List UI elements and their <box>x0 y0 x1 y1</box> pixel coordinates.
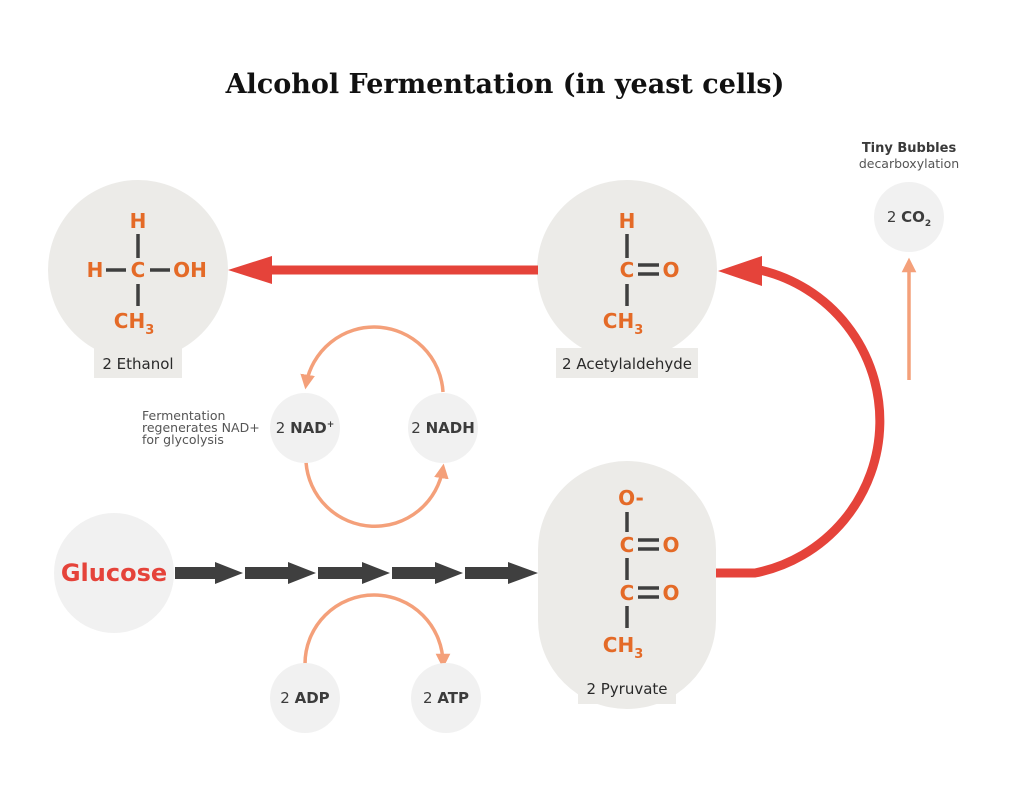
atom-ch3: CH3 <box>114 309 154 338</box>
adp-to-atp-arrow <box>303 593 451 669</box>
atp-cycle: 2 ADP 2 ATP <box>270 593 481 733</box>
nad-bubble <box>270 393 340 463</box>
pyruvate-label: 2 Pyruvate <box>586 680 667 698</box>
co2-label: 2 CO2 <box>887 208 931 229</box>
atom-o-minus: O- <box>618 486 644 510</box>
adp-label: 2 ADP <box>280 689 329 707</box>
ethanol-structure: H H C OH CH3 <box>87 209 207 338</box>
arrowhead <box>228 256 272 284</box>
nadh-label: 2 NADH <box>411 419 475 437</box>
atom-c: C <box>620 533 635 557</box>
glycolysis-arrow-5 <box>465 562 538 584</box>
nad-label: 2 NAD+ <box>276 419 335 437</box>
atom-h: H <box>130 209 147 233</box>
pyruvate-label-box <box>578 672 676 704</box>
co2-branch: Tiny Bubbles decarboxylation 2 CO2 <box>859 141 959 380</box>
main-pathway-arrows <box>228 256 885 578</box>
atom-o: O <box>662 533 679 557</box>
atom-ch3: CH3 <box>603 633 643 662</box>
glycolysis-arrow-1 <box>175 562 243 584</box>
atp-bubble <box>411 663 481 733</box>
glycolysis-arrow-3 <box>318 562 390 584</box>
atom-ch3: CH3 <box>603 309 643 338</box>
arrowhead <box>718 256 762 286</box>
nad-note-line-3: for glycolysis <box>142 432 224 447</box>
glycolysis-arrow-2 <box>245 562 316 584</box>
nad-note-line-1: Fermentation <box>142 408 225 423</box>
acetaldehyde-bubble <box>537 180 717 360</box>
atom-h: H <box>87 258 104 282</box>
glycolysis-arrows <box>175 562 538 584</box>
ethanol-label-box <box>94 348 182 378</box>
atom-o: O <box>662 581 679 605</box>
diagram-title: Alcohol Fermentation (in yeast cells) <box>225 69 785 100</box>
ethanol-label: 2 Ethanol <box>102 355 173 373</box>
nadh-to-nad-arrow <box>300 325 445 393</box>
co2-heading: Tiny Bubbles <box>862 141 957 156</box>
ethanol-node: 2 Ethanol H H C OH CH3 <box>48 180 228 378</box>
pyruvate-structure: O- C O C O CH3 <box>603 486 680 662</box>
atom-c: C <box>620 581 635 605</box>
nadh-bubble <box>408 393 478 463</box>
atom-oh: OH <box>173 258 207 282</box>
pyruvate-node: 2 Pyruvate O- C O C O CH3 <box>538 461 716 709</box>
glucose-node: Glucose <box>54 513 174 633</box>
co2-subheading: decarboxylation <box>859 156 959 171</box>
atom-c: C <box>620 258 635 282</box>
nad-note-line-2: regenerates NAD+ <box>142 420 260 435</box>
atp-label: 2 ATP <box>423 689 469 707</box>
glucose-label: Glucose <box>61 559 167 587</box>
atom-c: C <box>131 258 146 282</box>
acetaldehyde-node: 2 Acetylaldehyde H C O CH3 <box>537 180 717 378</box>
glycolysis-arrow-4 <box>392 562 463 584</box>
atom-h: H <box>619 209 636 233</box>
ethanol-bubble <box>48 180 228 360</box>
nad-to-nadh-arrow <box>304 461 449 528</box>
atom-o: O <box>662 258 679 282</box>
nad-cycle: 2 NAD+ 2 NADH Fermentation regenerates N… <box>142 325 478 528</box>
glucose-bubble <box>54 513 174 633</box>
adp-bubble <box>270 663 340 733</box>
pyruvate-to-acetaldehyde-arrow <box>716 265 885 578</box>
acetaldehyde-label-box <box>556 348 698 378</box>
acetaldehyde-structure: H C O CH3 <box>603 209 680 338</box>
acetaldehyde-label: 2 Acetylaldehyde <box>562 355 692 373</box>
co2-bubble <box>874 182 944 252</box>
pyruvate-bubble <box>538 461 716 709</box>
